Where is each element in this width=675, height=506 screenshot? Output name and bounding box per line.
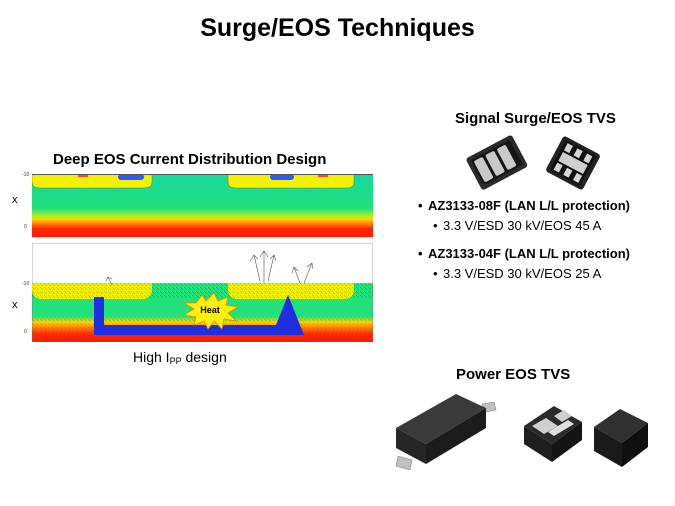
bottom-tick-a: -10 <box>22 281 30 287</box>
caption-subscript: PP <box>169 356 182 366</box>
power-tvs-heading: Power EOS TVS <box>456 366 571 383</box>
caption-prefix: High I <box>133 349 170 365</box>
bottom-axis-label: x <box>12 299 18 311</box>
top-tick-a: -10 <box>22 172 30 178</box>
product-2-label: AZ3133-04F (LAN L/L protection) <box>428 246 631 261</box>
bottom-tick-b: 0 <box>24 329 27 335</box>
signal-tvs-heading: Signal Surge/EOS TVS <box>455 110 616 127</box>
product-1-spec: • 3.3 V/ESD 30 kV/EOS 45 A <box>433 218 601 233</box>
top-simulation-image <box>32 174 373 237</box>
caption-suffix: design <box>181 349 227 365</box>
slide-title: Surge/EOS Techniques <box>200 14 475 42</box>
smd-power-package-icon <box>594 409 648 467</box>
product-2-name: • AZ3133-04F (LAN L/L protection) <box>418 246 630 261</box>
dfn-power-package-icon <box>524 406 582 462</box>
high-ipp-caption: High IPP design <box>133 349 227 366</box>
product-2-spec: • 3.3 V/ESD 30 kV/EOS 25 A <box>433 266 601 281</box>
top-axis-label: x <box>12 194 18 206</box>
product-1-name: • AZ3133-08F (LAN L/L protection) <box>418 198 630 213</box>
dfn-package-bottom-icon <box>546 136 600 190</box>
bullet-dot: • <box>418 246 423 261</box>
dfn-package-top-icon <box>466 135 528 190</box>
top-tick-b: 0 <box>24 224 27 230</box>
product-2-spec-label: 3.3 V/ESD 30 kV/EOS 25 A <box>443 266 602 281</box>
current-distribution-heading: Deep EOS Current Distribution Design <box>53 151 327 168</box>
product-1-label: AZ3133-08F (LAN L/L protection) <box>428 198 631 213</box>
product-1-spec-label: 3.3 V/ESD 30 kV/EOS 45 A <box>443 218 602 233</box>
bottom-simulation-image: Heat <box>32 243 373 342</box>
bullet-dot: • <box>433 266 438 281</box>
sod-package-icon <box>395 394 497 471</box>
bullet-dot: • <box>433 218 438 233</box>
heat-label: Heat <box>200 305 220 315</box>
bullet-dot: • <box>418 198 423 213</box>
